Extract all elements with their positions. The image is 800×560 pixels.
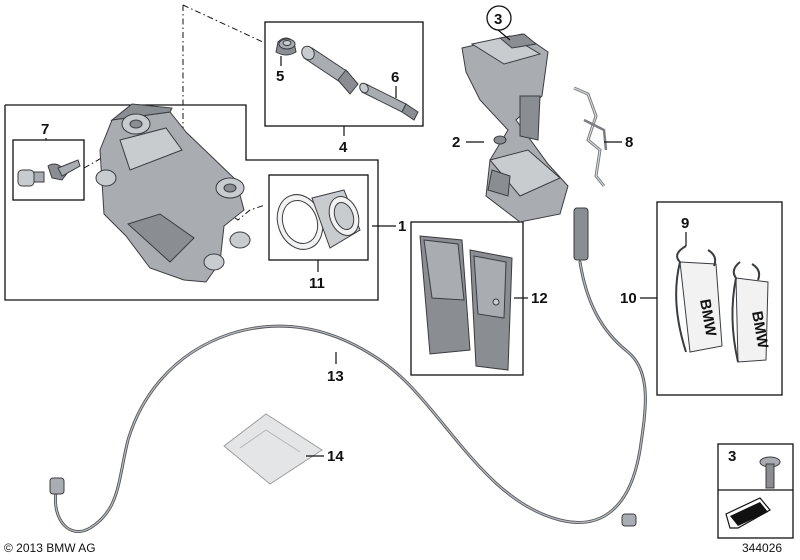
bleeder-valve-box — [12, 139, 85, 201]
assembly-line-to-kit — [182, 4, 266, 44]
callout-6: 6 — [391, 69, 399, 86]
legend-bolt-icon — [759, 456, 781, 489]
callout-9: 9 — [681, 215, 689, 232]
callout-3-circle — [486, 5, 512, 31]
callout-13: 13 — [327, 368, 344, 385]
spreader-spring-part — [573, 86, 608, 187]
caliper-assembly-box — [4, 104, 379, 301]
guide-sleeve-part — [301, 45, 359, 95]
guide-bolt-part — [359, 82, 419, 121]
assembly-line-to-piston — [223, 204, 266, 221]
callout-8: 8 — [625, 134, 633, 151]
dust-boot-part — [275, 37, 297, 56]
grease-packet-part — [223, 413, 323, 485]
spring-brand-text-2: BMW — [748, 310, 771, 351]
callout-11: 11 — [309, 275, 325, 292]
callout-3: 3 — [494, 11, 502, 28]
brake-pads-part — [419, 235, 513, 371]
legend-arrow-icon — [725, 497, 771, 529]
callout-7: 7 — [41, 121, 49, 138]
diagram-number: 344026 — [742, 541, 783, 555]
reference-legend-box — [717, 443, 794, 539]
callout-4: 4 — [339, 139, 348, 156]
spring-brand-text: BMW — [696, 298, 719, 339]
copyright-text: © 2013 BMW AG — [4, 541, 96, 555]
callout-5: 5 — [276, 68, 284, 85]
caliper-carrier-part — [461, 33, 569, 223]
assembly-line-to-bleeder — [83, 151, 113, 169]
piston-seal-part — [276, 189, 361, 250]
callout-2: 2 — [452, 134, 460, 151]
leader-3 — [497, 29, 511, 41]
brake-caliper-part — [95, 103, 251, 283]
anti-rattle-spring-part: BMW BMW — [675, 245, 771, 363]
callout-14: 14 — [327, 448, 344, 465]
legend-ref-label: 3 — [728, 448, 736, 465]
bleeder-valve-part — [17, 159, 81, 187]
callout-10: 10 — [620, 290, 637, 307]
callout-1: 1 — [398, 218, 406, 235]
wear-sensor-cable-part — [49, 207, 647, 534]
callout-12: 12 — [531, 290, 548, 307]
